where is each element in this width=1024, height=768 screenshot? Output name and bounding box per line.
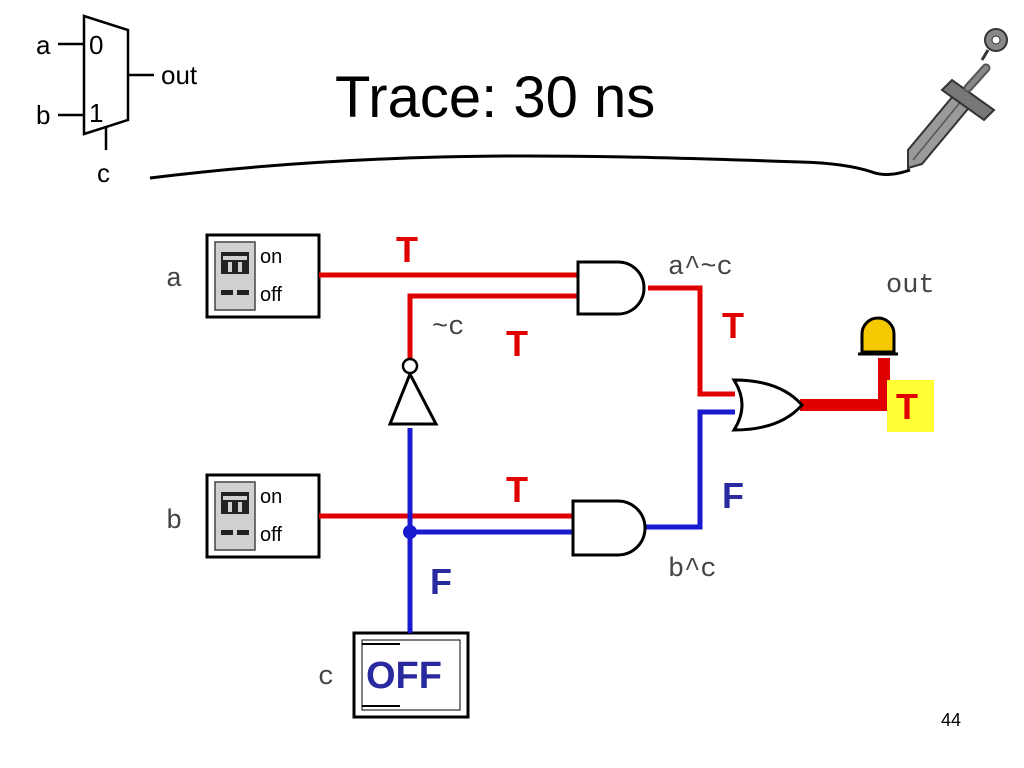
switch-b[interactable]: on off	[205, 473, 321, 559]
wire-b-and-c	[645, 409, 735, 530]
value-not-c-wire: T	[506, 323, 528, 364]
mux-label-b: b	[36, 100, 50, 130]
switch-b-off-label: off	[260, 524, 282, 546]
mux-label-a: a	[36, 30, 51, 60]
value-a-wire: T	[396, 229, 418, 270]
and-gate-top	[576, 260, 646, 316]
switch-a[interactable]: on off	[205, 233, 321, 319]
label-a-and-not-c: a^~c	[668, 253, 733, 283]
value-a-and-not-c-wire: T	[722, 305, 744, 346]
mux-label-0: 0	[89, 30, 103, 60]
value-out: T	[896, 386, 918, 427]
wire-a-and-not-c	[648, 285, 735, 397]
out-value-highlight	[887, 380, 934, 432]
true-wires	[319, 272, 890, 519]
and-gate-bottom	[571, 499, 647, 557]
junction-dot	[403, 525, 417, 539]
wire-not-c	[407, 293, 578, 360]
mux-label-1: 1	[89, 98, 103, 128]
input-label-a: a	[166, 265, 182, 295]
false-wires	[403, 409, 735, 633]
switch-c[interactable]: OFF	[352, 631, 470, 719]
page-title: Trace: 30 ns	[335, 65, 655, 130]
label-b-and-c: b^c	[668, 555, 717, 585]
sword-icon	[907, 28, 1008, 170]
mux-label-out: out	[161, 60, 198, 90]
mux-diagram: a b 0 1 out c	[36, 14, 198, 188]
input-label-b: b	[166, 507, 182, 537]
switch-c-state: OFF	[366, 655, 442, 697]
label-out: out	[886, 271, 935, 301]
not-gate	[387, 357, 439, 426]
switch-a-on-label: on	[260, 246, 282, 268]
label-not-c: ~c	[432, 313, 464, 343]
value-c-wire: F	[430, 561, 452, 602]
wire-out	[800, 358, 890, 411]
switch-b-on-label: on	[260, 486, 282, 508]
input-label-c: c	[318, 663, 334, 693]
value-b-wire: T	[506, 469, 528, 510]
mux-label-c: c	[97, 158, 110, 188]
or-gate	[731, 378, 804, 432]
page-number: 44	[941, 710, 961, 730]
output-led	[858, 316, 898, 356]
title-underline	[149, 154, 911, 180]
value-b-and-c-wire: F	[722, 475, 744, 516]
switch-a-off-label: off	[260, 284, 282, 306]
mux-body	[82, 14, 130, 136]
